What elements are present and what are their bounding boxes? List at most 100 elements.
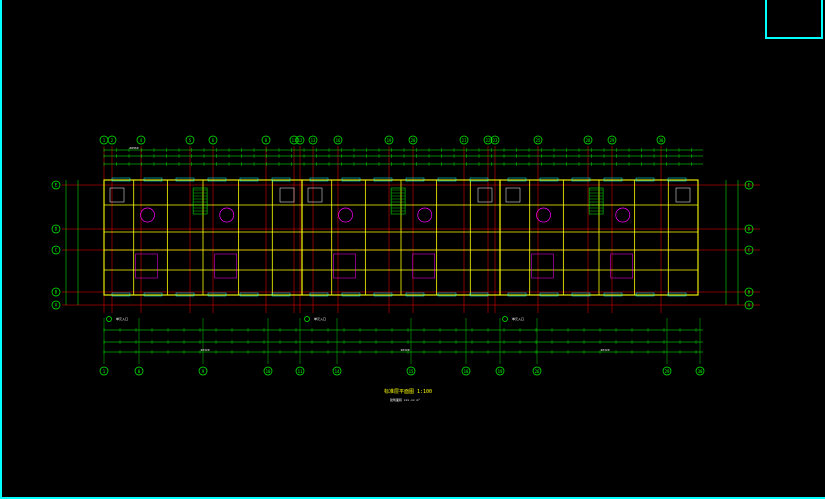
- grid-bubble-top: [333, 135, 343, 145]
- grid-bubble-top: [208, 135, 218, 145]
- window: [341, 292, 361, 297]
- window: [667, 177, 687, 182]
- window: [239, 177, 259, 182]
- window: [309, 292, 329, 297]
- grid-bubble-right: [744, 180, 754, 190]
- grid-bubble-bottom: [662, 366, 672, 376]
- grid-label-top: 2: [111, 138, 114, 143]
- grid-label-top: 16: [336, 138, 341, 143]
- grid-bubble-top: [408, 135, 418, 145]
- window: [405, 292, 425, 297]
- grid-label-right: D: [748, 227, 751, 232]
- grid-label-top: 12: [298, 138, 303, 143]
- grid-bubble-top: [656, 135, 666, 145]
- frame-bottom-border: [0, 497, 825, 499]
- grid-label-top: 29: [610, 138, 615, 143]
- grid-bubble-bottom: [198, 366, 208, 376]
- overall-dimension-text: 20320: [400, 348, 409, 352]
- window: [405, 177, 425, 182]
- bed-icon: [135, 253, 158, 279]
- grid-bubble-top: [607, 135, 617, 145]
- grid-bubble-top: [384, 135, 394, 145]
- grid-label-top: 1: [103, 138, 106, 143]
- window: [469, 177, 489, 182]
- grid-label-top: 25: [536, 138, 541, 143]
- grid-bubble-bottom: [295, 366, 305, 376]
- grid-label-top: 22: [486, 138, 491, 143]
- frame-left-border: [0, 0, 2, 499]
- grid-bubble-top: [483, 135, 493, 145]
- grid-label-bottom: 15: [409, 369, 414, 374]
- grid-bubble-left: [51, 180, 61, 190]
- grid-bubble-left: [51, 287, 61, 297]
- grid-label-top: 5: [189, 138, 192, 143]
- grid-label-bottom: 9: [202, 369, 205, 374]
- grid-bubble-bottom: [532, 366, 542, 376]
- grid-bubble-bottom: [695, 366, 705, 376]
- grid-label-right: C: [748, 248, 751, 253]
- grid-label-top: 13: [311, 138, 316, 143]
- window: [539, 292, 559, 297]
- toilet-icon: [279, 187, 295, 203]
- plan-subtitle: 建筑面积 xxx.xx m²: [390, 398, 421, 402]
- grid-bubble-top: [308, 135, 318, 145]
- window: [111, 177, 131, 182]
- title-block: [765, 0, 823, 39]
- window: [239, 292, 259, 297]
- grid-label-left: B: [55, 290, 58, 295]
- window: [175, 292, 195, 297]
- window: [207, 177, 227, 182]
- grid-bubble-right: [744, 300, 754, 310]
- window: [341, 177, 361, 182]
- unit-entrance-label: 单元入口: [314, 316, 326, 321]
- grid-label-top: 28: [586, 138, 591, 143]
- grid-bubble-bottom: [99, 366, 109, 376]
- grid-bubble-bottom: [332, 366, 342, 376]
- window: [373, 177, 393, 182]
- grid-bubble-top: [107, 135, 117, 145]
- grid-bubble-top: [459, 135, 469, 145]
- bed-icon: [412, 253, 436, 279]
- grid-bubble-bottom: [495, 366, 505, 376]
- bed-icon: [531, 253, 554, 279]
- grid-bubble-bottom: [406, 366, 416, 376]
- window: [373, 292, 393, 297]
- grid-label-bottom: 14: [335, 369, 340, 374]
- window: [207, 292, 227, 297]
- grid-label-top: 30: [659, 138, 664, 143]
- dining-table-icon: [140, 207, 155, 223]
- overall-dimension-text: 20320: [600, 348, 609, 352]
- grid-label-bottom: 29: [665, 369, 670, 374]
- toilet-icon: [307, 187, 323, 203]
- toilet-icon: [477, 187, 493, 203]
- bed-icon: [610, 253, 634, 279]
- plan-title: 标准层平面图 1:100: [384, 389, 433, 395]
- grid-label-top: 6: [212, 138, 215, 143]
- dining-table-icon: [417, 207, 433, 223]
- overall-dimension-text: 60960: [129, 146, 138, 150]
- entrance-marker-icon: [304, 316, 310, 322]
- window: [603, 292, 623, 297]
- unit-entrance-label: 单元入口: [116, 316, 128, 321]
- dining-table-icon: [219, 207, 235, 223]
- grid-label-bottom: 30: [698, 369, 703, 374]
- window: [507, 292, 527, 297]
- grid-label-top: 8: [265, 138, 268, 143]
- window: [271, 292, 291, 297]
- stair-icon: [192, 187, 208, 215]
- grid-label-top: 20: [411, 138, 416, 143]
- grid-bubble-top: [490, 135, 500, 145]
- grid-bubble-left: [51, 300, 61, 310]
- grid-bubble-left: [51, 224, 61, 234]
- toilet-icon: [109, 187, 125, 203]
- grid-label-bottom: 11: [298, 369, 303, 374]
- grid-bubble-bottom: [461, 366, 471, 376]
- grid-label-top: 19: [387, 138, 392, 143]
- grid-label-left: D: [55, 227, 58, 232]
- window: [175, 177, 195, 182]
- grid-bubble-right: [744, 287, 754, 297]
- entrance-marker-icon: [502, 316, 508, 322]
- toilet-icon: [675, 187, 691, 203]
- grid-label-bottom: 19: [498, 369, 503, 374]
